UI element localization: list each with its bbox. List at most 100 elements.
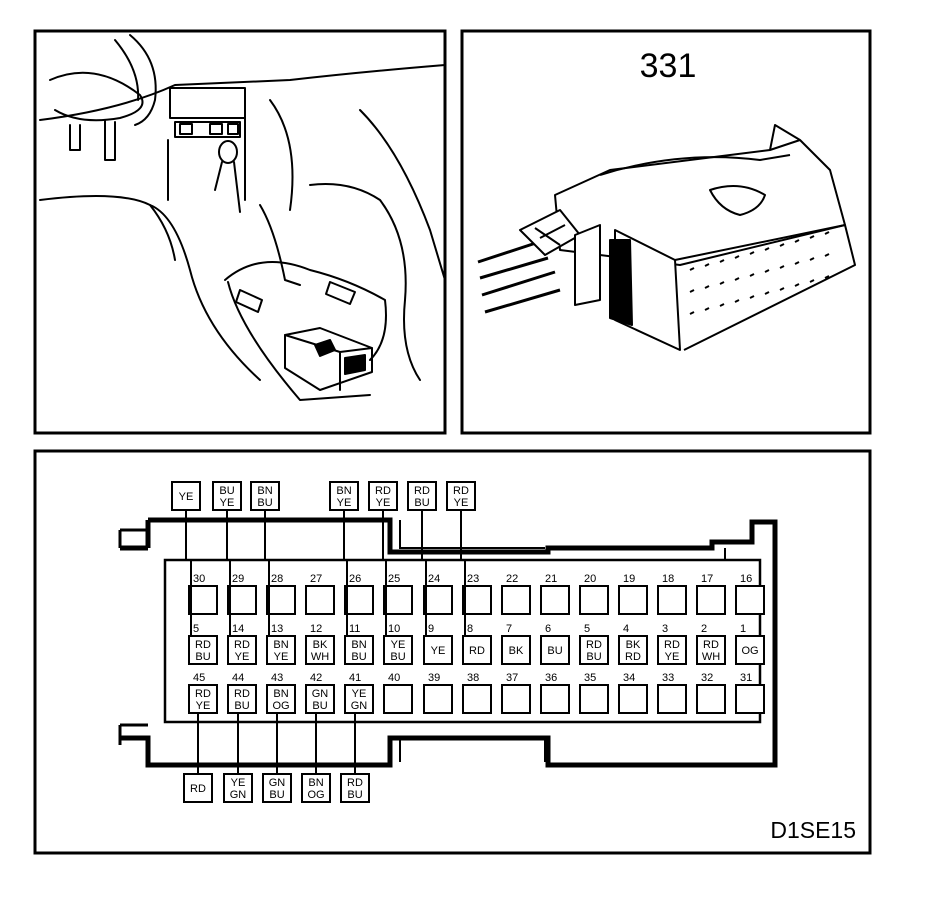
pin-25: 25: [383, 573, 413, 615]
pin-number: 37: [506, 672, 518, 684]
svg-text:OG: OG: [307, 789, 324, 801]
pin-number: 12: [310, 623, 322, 635]
svg-text:YE: YE: [220, 497, 235, 509]
svg-text:RD: RD: [347, 777, 363, 789]
pin-number: 5: [584, 623, 590, 635]
pin-6: 6BU: [540, 623, 570, 665]
connector-number: 331: [640, 47, 697, 85]
pin-array: 1OG2RDWH3RDYE4BKRD5RDBU6BU7BK8RD9YE10YEB…: [188, 573, 765, 714]
svg-text:RD: RD: [703, 639, 719, 651]
pin-number: 6: [545, 623, 551, 635]
svg-text:BN: BN: [273, 639, 288, 651]
svg-text:GN: GN: [269, 777, 286, 789]
svg-text:BU: BU: [234, 700, 249, 712]
svg-text:BU: BU: [390, 651, 405, 663]
pin-30: 30: [188, 573, 218, 615]
svg-text:BU: BU: [269, 789, 284, 801]
svg-text:YE: YE: [196, 700, 211, 712]
svg-text:RD: RD: [195, 688, 211, 700]
pin-number: 36: [545, 672, 557, 684]
svg-text:BU: BU: [586, 651, 601, 663]
svg-text:GN: GN: [230, 789, 247, 801]
pin-number: 8: [467, 623, 473, 635]
pin-number: 2: [701, 623, 707, 635]
pin-number: 32: [701, 672, 713, 684]
pin-33: 33: [657, 672, 687, 714]
pin-number: 42: [310, 672, 322, 684]
pin-number: 34: [623, 672, 635, 684]
pin-36: 36: [540, 672, 570, 714]
pin-number: 13: [271, 623, 283, 635]
pin-32: 32: [696, 672, 726, 714]
svg-text:BU: BU: [219, 485, 234, 497]
pin-number: 45: [193, 672, 205, 684]
pin-number: 28: [271, 573, 283, 585]
pin-17: 17: [696, 573, 726, 615]
pin-35: 35: [579, 672, 609, 714]
svg-text:YE: YE: [274, 651, 289, 663]
svg-text:GN: GN: [312, 688, 329, 700]
pin-number: 19: [623, 573, 635, 585]
svg-text:RD: RD: [234, 639, 250, 651]
pin-number: 29: [232, 573, 244, 585]
wire-top-1: YE: [171, 481, 201, 636]
svg-text:BU: BU: [347, 789, 362, 801]
svg-text:OG: OG: [741, 645, 758, 657]
pin-number: 16: [740, 573, 752, 585]
pin-number: 31: [740, 672, 752, 684]
pin-38: 38: [462, 672, 492, 714]
svg-text:RD: RD: [195, 639, 211, 651]
pin-22: 22: [501, 573, 531, 615]
pin-39: 39: [423, 672, 453, 714]
pin-number: 43: [271, 672, 283, 684]
svg-text:RD: RD: [469, 645, 485, 657]
pin-number: 33: [662, 672, 674, 684]
svg-text:YE: YE: [231, 777, 246, 789]
svg-text:RD: RD: [190, 783, 206, 795]
pin-number: 11: [349, 623, 360, 635]
svg-text:YE: YE: [337, 497, 352, 509]
svg-text:BK: BK: [626, 639, 641, 651]
pin-19: 19: [618, 573, 648, 615]
pin-23: 23: [462, 573, 492, 615]
svg-text:RD: RD: [625, 651, 641, 663]
svg-text:BU: BU: [414, 497, 429, 509]
pin-27: 27: [305, 573, 335, 615]
svg-text:BK: BK: [509, 645, 524, 657]
pin-number: 5: [193, 623, 199, 635]
pin-7: 7BK: [501, 623, 531, 665]
pin-21: 21: [540, 573, 570, 615]
pin-31: 31: [735, 672, 765, 714]
svg-text:WH: WH: [702, 651, 720, 663]
pin-1: 1OG: [735, 623, 765, 665]
svg-text:YE: YE: [391, 639, 406, 651]
pin-number: 40: [388, 672, 400, 684]
pin-number: 17: [701, 573, 713, 585]
svg-text:BK: BK: [313, 639, 328, 651]
location-illustration-panel: [33, 29, 447, 435]
svg-text:YE: YE: [235, 651, 250, 663]
svg-text:BN: BN: [257, 485, 272, 497]
pin-28: 28: [266, 573, 296, 615]
svg-text:RD: RD: [664, 639, 680, 651]
svg-text:BU: BU: [351, 651, 366, 663]
pin-number: 20: [584, 573, 596, 585]
pin-number: 25: [388, 573, 400, 585]
